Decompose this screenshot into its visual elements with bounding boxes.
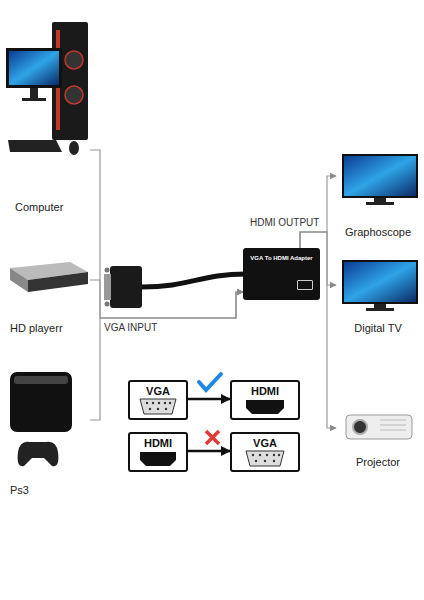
tv-stand (374, 198, 386, 202)
monitor-screen (9, 51, 59, 85)
vga-screw (105, 302, 110, 307)
vga-screw (105, 268, 110, 273)
vga-pin (278, 454, 280, 456)
connector-arrow (300, 176, 336, 248)
check-mark (199, 374, 221, 390)
monitor-frame (6, 48, 62, 88)
vga-pin (255, 460, 257, 462)
device-label: Projector (356, 455, 400, 469)
vga-pin (252, 454, 254, 456)
console-highlight (14, 376, 68, 384)
vga-pin (273, 460, 275, 462)
device-label: Ps3 (10, 483, 29, 497)
vga-pin (164, 402, 166, 404)
adapter-label: VGA To HDMI Adapter (250, 254, 312, 262)
monitor-base (22, 98, 46, 101)
mouse (69, 141, 79, 155)
controller (18, 442, 59, 467)
hdmi-port (246, 400, 284, 414)
vga-pin (158, 402, 160, 404)
tv-base (366, 308, 394, 311)
device-box: Computer (5, 15, 90, 215)
vga-pin (266, 454, 268, 456)
projector-lens (353, 420, 367, 434)
tv-stand (374, 304, 386, 308)
input-label: VGA INPUT (104, 322, 157, 334)
device-label: Computer (15, 200, 63, 214)
connector-arrow (188, 450, 230, 453)
keyboard (8, 140, 62, 152)
adapter-port-icon (297, 280, 313, 290)
cross-mark (206, 431, 219, 444)
connector-arrow (90, 150, 243, 318)
device-box: Ps3 (5, 370, 90, 498)
vga-port (246, 451, 284, 466)
pc-fan (65, 51, 83, 69)
device-box: Digital TV (336, 256, 420, 336)
tv-base (366, 202, 394, 205)
vga-pin (146, 402, 148, 404)
device-label: Digital TV (354, 321, 401, 335)
device-box: HD playerr (5, 250, 90, 336)
cross-mark (206, 431, 219, 444)
connector-label: VGA (253, 436, 277, 450)
vga-port (140, 399, 176, 414)
tv-screen (344, 262, 416, 302)
output-label: HDMI OUTPUT (250, 217, 319, 229)
vga-plug (110, 266, 142, 308)
device-label: HD playerr (10, 321, 63, 335)
tv-frame (342, 154, 418, 198)
connector-label: VGA (146, 384, 170, 398)
vga-pin (165, 408, 167, 410)
tv-screen (344, 156, 416, 196)
player-front (28, 272, 88, 292)
vga-pin (149, 408, 151, 410)
monitor-stand (30, 88, 38, 98)
cable (142, 274, 246, 287)
projector-vent (380, 430, 406, 431)
vga-pin (264, 460, 266, 462)
connector-label: HDMI (144, 436, 172, 450)
projector-vent (380, 420, 406, 421)
projector-vent (380, 425, 406, 426)
player-side (10, 268, 28, 292)
device-label: Graphoscope (345, 225, 411, 239)
hdmi-port (140, 452, 176, 466)
connector-box: HDMI (128, 432, 188, 472)
connector-arrow (188, 398, 230, 401)
connector-label: HDMI (251, 384, 279, 398)
tv-frame (342, 260, 418, 304)
vga-pin (273, 454, 275, 456)
connector-box: VGA (128, 380, 188, 420)
console-body (10, 372, 72, 432)
vga-pin (259, 454, 261, 456)
connector-arrow (90, 280, 243, 318)
device-box: Graphoscope (336, 150, 420, 240)
device-box: Projector (336, 406, 420, 470)
vga-pin (169, 402, 171, 404)
adapter-box: VGA To HDMI Adapter (243, 248, 320, 300)
connector-box: VGA (230, 432, 300, 472)
vga-pin (157, 408, 159, 410)
projector-body (346, 415, 412, 439)
pc-fan (65, 86, 83, 104)
vga-pin (152, 402, 154, 404)
connector-arrow (90, 292, 243, 420)
connector-box: HDMI (230, 380, 300, 420)
vga-plug-shell (104, 274, 111, 300)
